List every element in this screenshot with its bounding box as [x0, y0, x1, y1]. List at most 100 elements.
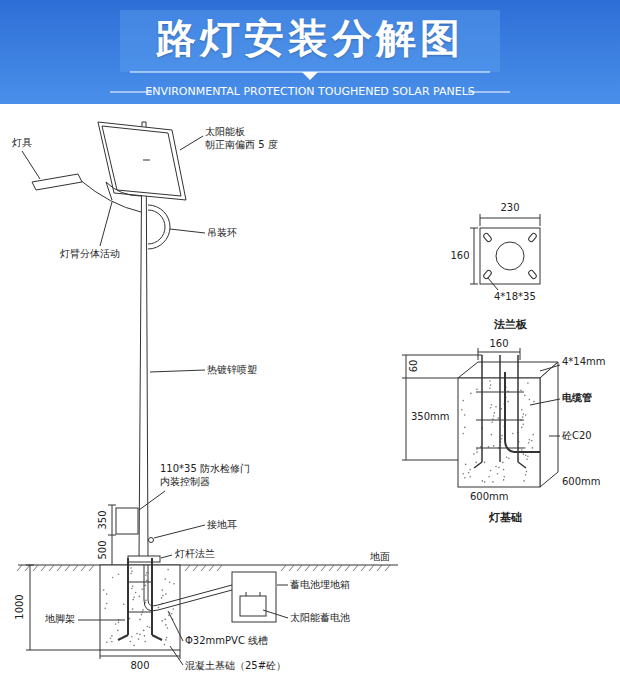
dimension: 600mm	[562, 476, 601, 489]
drawing-part	[144, 635, 146, 637]
drawing-part	[530, 399, 560, 405]
drawing-part	[131, 570, 133, 572]
drawing-part	[532, 447, 534, 449]
drawing-part	[465, 464, 467, 466]
drawing-part	[463, 473, 465, 475]
drawing-part	[540, 365, 560, 371]
dimension: 60	[408, 360, 421, 373]
drawing-part	[463, 400, 465, 402]
drawing-part	[102, 126, 181, 196]
drawing-part	[89, 565, 94, 571]
ground-hatch	[17, 565, 390, 571]
part-label: 接地耳	[207, 519, 237, 532]
drawing-part	[180, 136, 203, 150]
drawing-part	[521, 449, 523, 451]
drawing-part	[173, 583, 175, 585]
drawing-part	[100, 650, 101, 659]
drawing-part	[481, 355, 483, 462]
drawing-part	[73, 565, 78, 571]
drawing-part	[141, 589, 143, 591]
drawing-part	[118, 574, 120, 576]
drawing-part	[493, 415, 495, 417]
drawing-part	[488, 476, 490, 478]
drawing-part	[480, 228, 540, 284]
drawing-part	[531, 440, 533, 442]
drawing-part	[112, 577, 114, 579]
drawing-part	[111, 635, 113, 637]
drawing-part	[464, 414, 466, 416]
drawing-part	[490, 407, 492, 409]
drawing-part	[523, 424, 525, 426]
drawing-part	[167, 569, 169, 571]
drawing-part	[132, 608, 134, 610]
drawing-part	[152, 635, 162, 640]
drawing-part	[117, 630, 119, 632]
drawing-part	[142, 609, 144, 611]
drawing-part	[289, 565, 294, 571]
drawing-part	[523, 413, 525, 415]
drawing-part	[57, 565, 62, 571]
drawing-part	[491, 404, 493, 406]
drawing-part	[139, 619, 141, 621]
drawing-part	[504, 476, 506, 478]
drawing-part	[130, 573, 132, 575]
drawing-part	[532, 434, 534, 436]
drawing-part	[281, 565, 286, 571]
drawing-part	[480, 218, 540, 219]
part-label: 太阳能蓄电池	[290, 612, 350, 625]
drawing-part	[103, 589, 105, 591]
drawing-part	[501, 435, 503, 437]
part-label: 混凝土基础（25#砼）	[185, 660, 286, 673]
drawing-part	[118, 622, 120, 624]
part-label: 太阳能板 朝正南偏西 5 度	[205, 126, 285, 151]
drawing-part	[185, 565, 190, 571]
drawing-part	[18, 565, 398, 566]
drawing-part	[527, 455, 529, 457]
drawing-part	[123, 604, 125, 606]
drawing-part	[149, 538, 154, 543]
drawing-part	[81, 565, 86, 571]
dimension: 1000	[14, 594, 27, 619]
drawing-part	[108, 535, 116, 536]
drawing-part	[305, 565, 310, 571]
drawing-part	[209, 565, 214, 571]
drawing-part	[17, 565, 22, 571]
drawing-part	[146, 572, 148, 574]
drawing-part	[524, 395, 526, 397]
drawing-part	[232, 572, 276, 622]
drawing-part	[240, 596, 266, 616]
drawing-part	[145, 574, 147, 576]
drawing-part	[321, 565, 326, 571]
drawing-part	[329, 565, 334, 571]
drawing-part	[476, 420, 524, 421]
drawing-part	[345, 565, 350, 571]
drawing-part	[144, 585, 146, 587]
drawing-part	[149, 627, 151, 629]
drawing-part	[483, 232, 493, 242]
drawing-part	[474, 228, 475, 284]
drawing-part	[169, 581, 171, 583]
drawing-part	[525, 414, 527, 416]
drawing-part	[144, 641, 146, 643]
drawing-part	[490, 384, 492, 386]
drawing-part	[193, 565, 198, 571]
drawing-part	[143, 160, 150, 161]
drawing-part	[503, 469, 505, 471]
drawing-part	[496, 242, 524, 270]
drawing-part	[110, 638, 112, 640]
drawing-part	[502, 462, 504, 464]
dimension: 4*18*35	[494, 291, 536, 304]
part-label: 灯杆法兰	[175, 548, 215, 561]
drawing-part	[130, 641, 132, 643]
drawing-part	[493, 445, 495, 447]
drawing-part	[361, 565, 366, 571]
drawing-part	[302, 72, 318, 80]
drawing-part	[139, 491, 165, 510]
drawing-part	[480, 214, 481, 226]
drawing-part	[489, 387, 491, 389]
drawing-part	[473, 453, 475, 455]
drawing-part	[165, 593, 167, 595]
drawing-part	[65, 565, 70, 571]
drawing-part	[484, 462, 486, 464]
drawing-part	[150, 370, 205, 372]
